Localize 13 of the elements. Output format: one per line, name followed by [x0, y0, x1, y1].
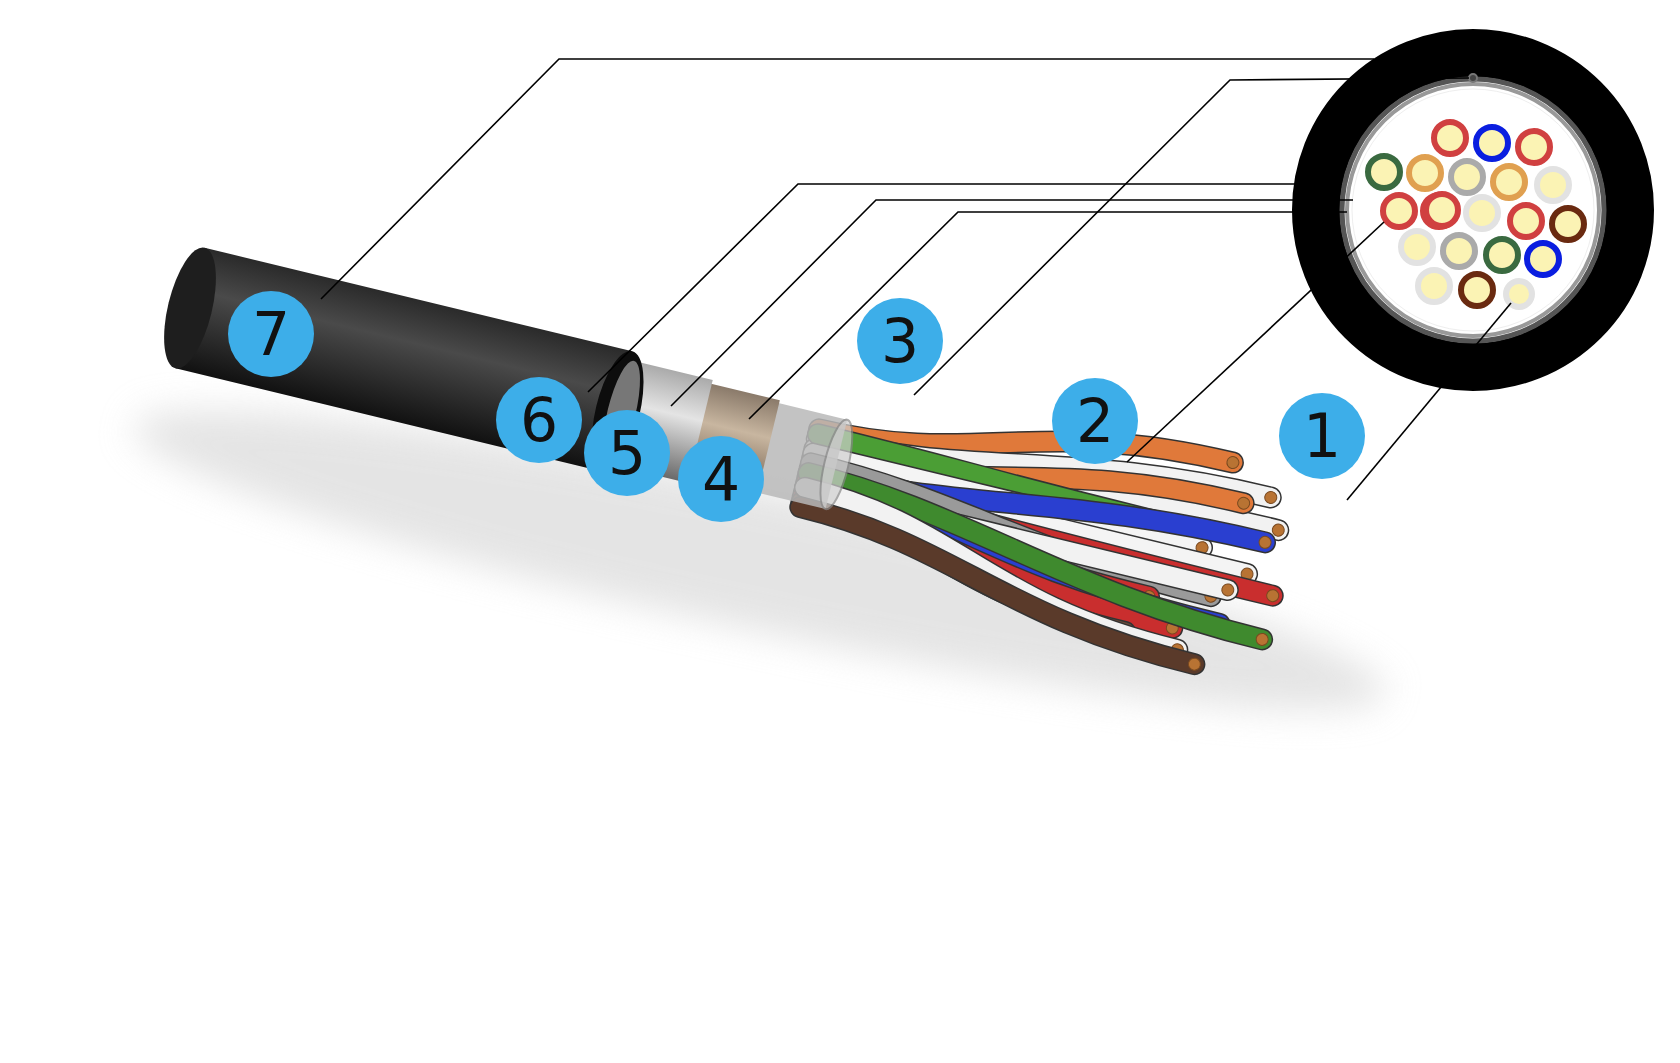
leader-line — [1126, 221, 1385, 463]
callout-number: 4 — [678, 436, 764, 522]
leader-line — [913, 77, 1470, 396]
callout-number: 2 — [1052, 378, 1138, 464]
callout-number: 3 — [857, 298, 943, 384]
outer-jacket — [1292, 29, 1654, 391]
core-insulation — [1380, 192, 1418, 230]
conductor — [1503, 278, 1535, 310]
callout-number: 1 — [1279, 393, 1365, 479]
leader-line — [748, 211, 1348, 420]
leader-line — [320, 58, 1375, 300]
leader-line — [670, 199, 1354, 407]
leader-line — [1346, 302, 1512, 501]
